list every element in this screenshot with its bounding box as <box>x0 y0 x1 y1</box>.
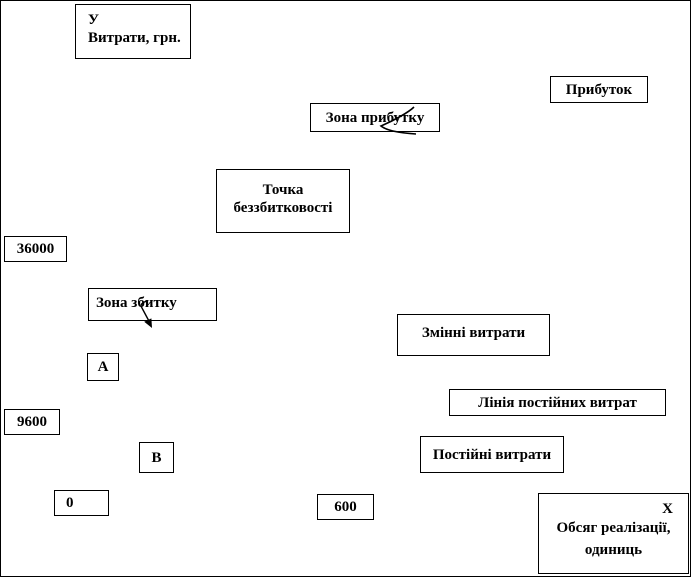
breakeven-label-line2: беззбитковості <box>233 200 333 216</box>
profit-zone-label: Зона прибутку <box>325 109 425 126</box>
y-value-36000: 36000 <box>16 241 55 257</box>
label-box-origin: 0 <box>54 490 109 516</box>
label-box-point-b: В <box>139 442 174 473</box>
x-axis-units-label-line1: Обсяг реалізації, <box>556 520 671 536</box>
variable-costs-label: Змінні витрати <box>421 325 526 341</box>
breakeven-label-line1: Точка <box>262 182 304 198</box>
y-axis-letter: У <box>88 12 100 28</box>
x-value-600: 600 <box>334 499 357 515</box>
fixed-costs-label: Постійні витрати <box>432 446 552 463</box>
label-box-fixed-costs-line: Лінія постійних витрат <box>449 389 666 416</box>
origin-value: 0 <box>66 495 74 511</box>
point-b-label: В <box>151 449 162 466</box>
label-box-fixed-costs: Постійні витрати <box>420 436 564 473</box>
fixed-costs-line-label: Лінія постійних витрат <box>478 394 637 411</box>
label-box-breakeven-point: Точка беззбитковості <box>216 169 350 233</box>
label-box-loss-zone: Зона збитку <box>88 288 217 321</box>
label-box-y-value-36000: 36000 <box>4 236 67 262</box>
label-box-y-value-9600: 9600 <box>4 409 60 435</box>
label-box-x-value-600: 600 <box>317 494 374 520</box>
x-axis-letter: X <box>662 501 673 517</box>
x-axis-units-label-line2: одиниць <box>584 542 643 558</box>
profit-label: Прибуток <box>565 81 633 98</box>
point-a-label: А <box>97 359 109 375</box>
y-axis-units-label: Витрати, грн. <box>88 30 181 46</box>
label-box-variable-costs: Змінні витрати <box>397 314 550 356</box>
y-value-9600: 9600 <box>17 414 47 430</box>
label-box-profit-zone: Зона прибутку <box>310 103 440 132</box>
loss-zone-label: Зона збитку <box>96 295 177 311</box>
label-box-point-a: А <box>87 353 119 381</box>
label-box-profit: Прибуток <box>550 76 648 103</box>
label-box-x-axis: X Обсяг реалізації, одиниць <box>538 493 689 574</box>
label-box-y-axis: У Витрати, грн. <box>75 4 191 59</box>
